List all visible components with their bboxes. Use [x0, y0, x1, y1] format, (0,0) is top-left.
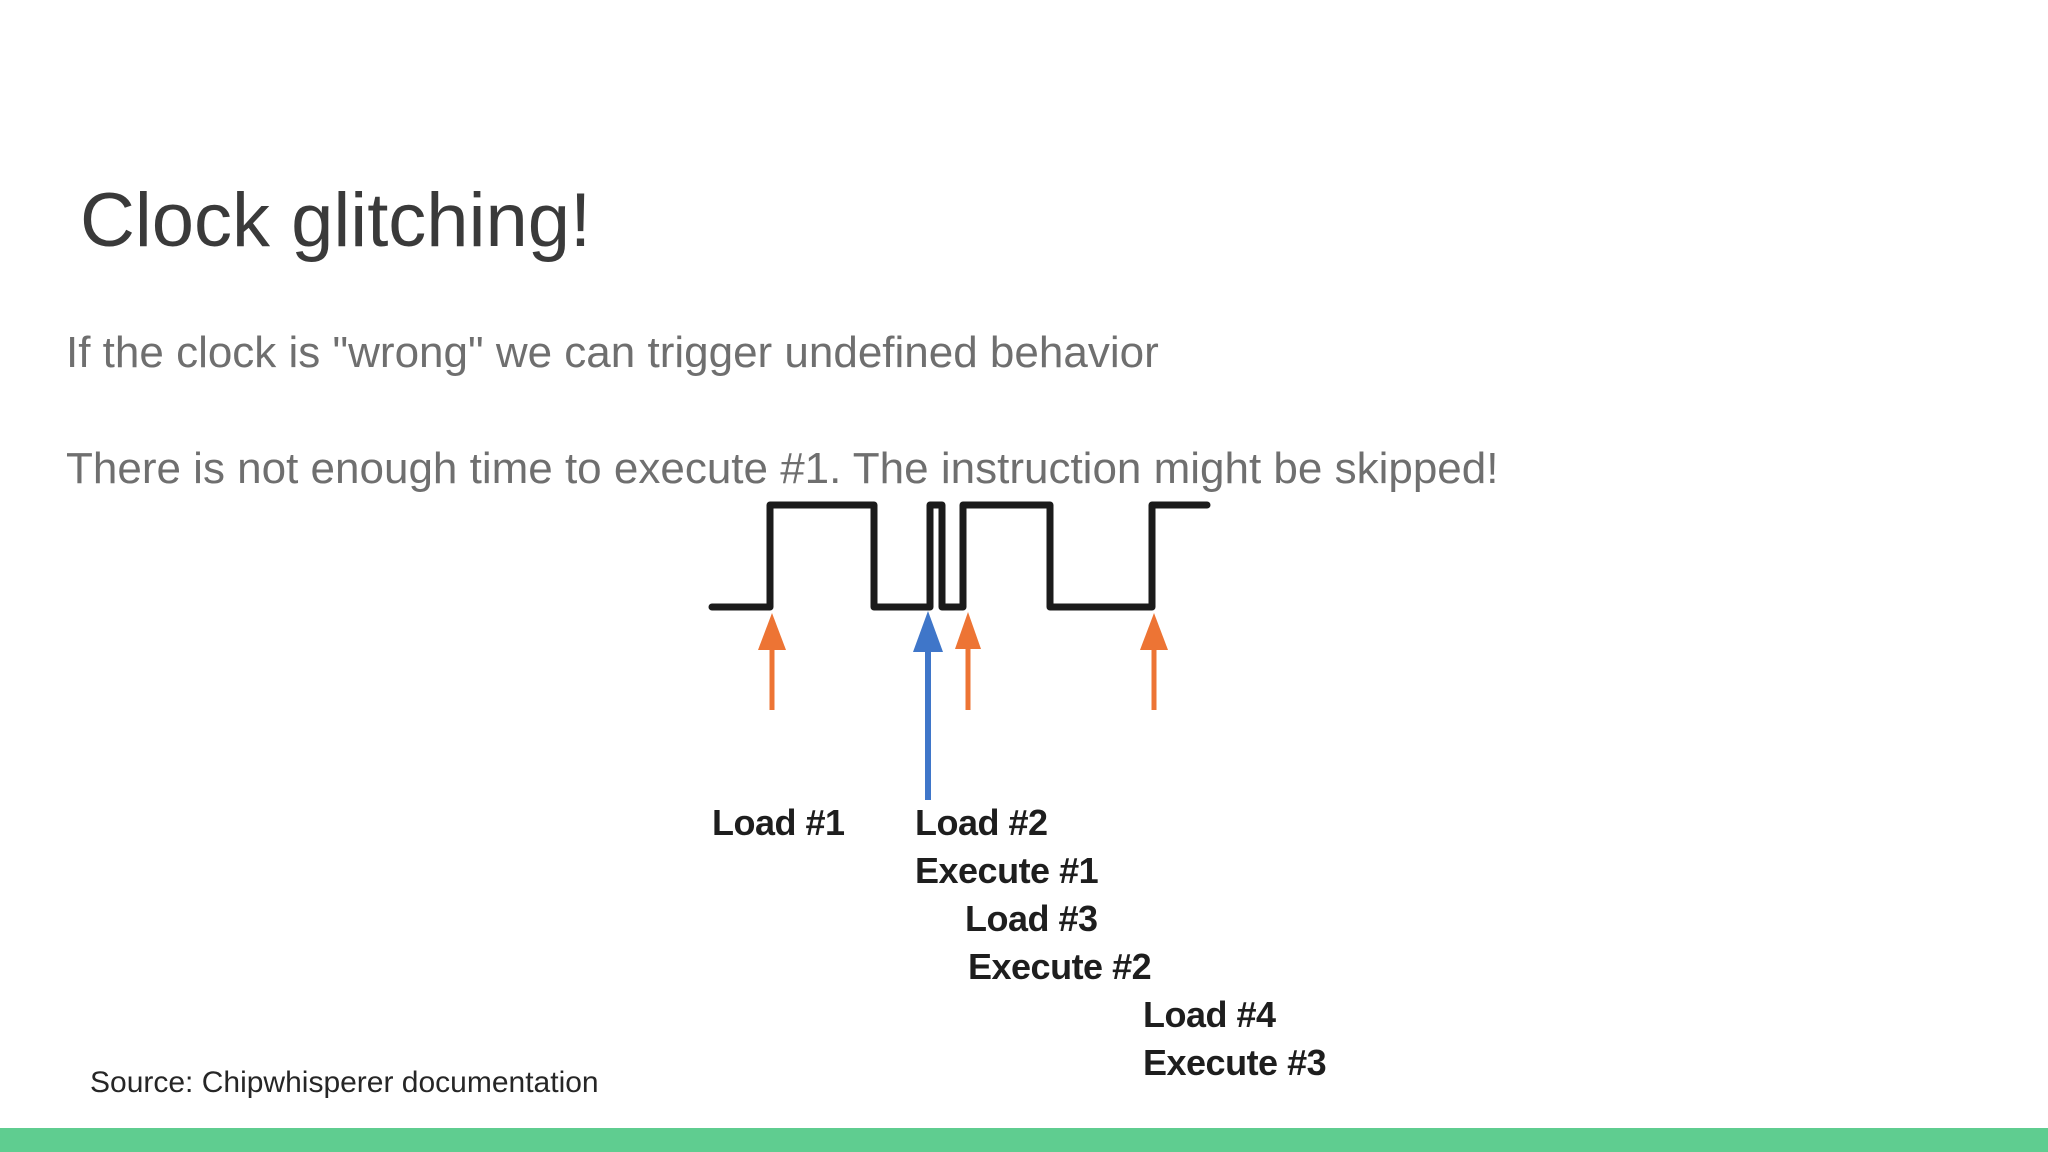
diagram-label-load-4: Load #4: [1143, 994, 1276, 1035]
glitch-edge-arrow-head: [913, 611, 943, 652]
clock-edge-arrow-1-head: [758, 613, 786, 650]
body-line-2: There is not enough time to execute #1. …: [66, 444, 1499, 493]
diagram-label-execute-3: Execute #3: [1143, 1042, 1327, 1083]
diagram-label-load-3: Load #3: [965, 898, 1098, 939]
clock-edge-arrow-2-head: [955, 612, 981, 649]
body-line-1: If the clock is "wrong" we can trigger u…: [66, 328, 1159, 377]
diagram-label-load-2: Load #2: [915, 802, 1048, 843]
footer-accent-bar: [0, 1128, 2048, 1152]
source-caption: Source: Chipwhisperer documentation: [90, 1066, 599, 1099]
diagram-label-execute-1: Execute #1: [915, 850, 1099, 891]
clock-waveform: [708, 501, 1211, 611]
diagram-label-execute-2: Execute #2: [968, 946, 1152, 987]
clock-edge-arrow-3: [1140, 613, 1168, 710]
clock-edge-arrow-2: [955, 612, 981, 710]
glitch-edge-arrow: [913, 611, 943, 800]
clock-edge-arrow-1: [758, 613, 786, 710]
slide-title: Clock glitching!: [80, 177, 592, 263]
clock-edge-arrow-3-head: [1140, 613, 1168, 650]
diagram-label-load-1: Load #1: [712, 802, 845, 843]
